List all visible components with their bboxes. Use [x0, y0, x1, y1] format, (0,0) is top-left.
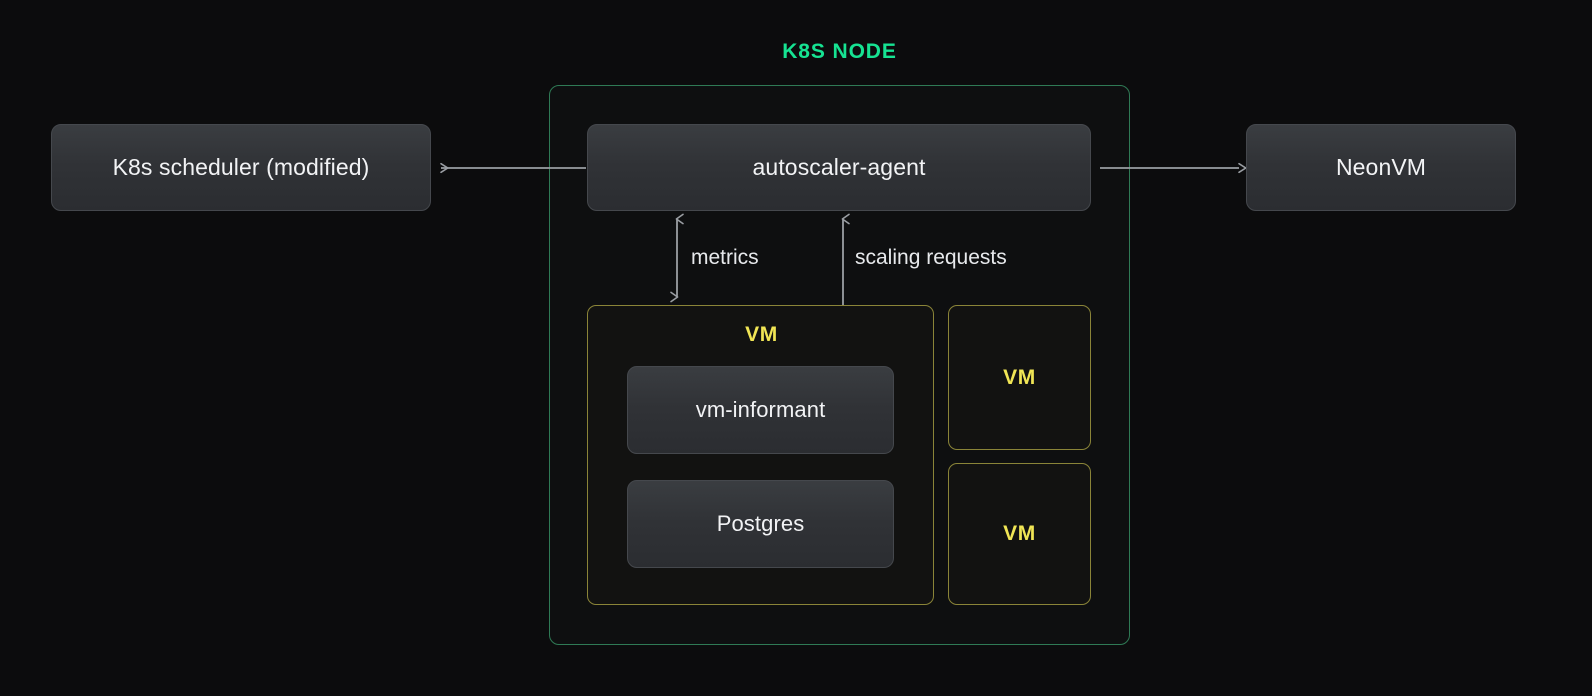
vm-group-main-label: VM — [745, 323, 778, 346]
edge-label-scaling-requests: scaling requests — [855, 246, 1007, 269]
vm-group-secondary-2[interactable]: VM — [948, 463, 1091, 605]
node-neonvm[interactable]: NeonVM — [1246, 124, 1516, 211]
vm-group-secondary-2-label: VM — [1003, 522, 1036, 545]
vm-group-secondary-1-label: VM — [1003, 365, 1036, 389]
edge-label-metrics: metrics — [691, 246, 759, 269]
node-vm-informant[interactable]: vm-informant — [627, 366, 894, 454]
node-k8s-scheduler[interactable]: K8s scheduler (modified) — [51, 124, 431, 211]
k8s-node-title: K8S NODE — [782, 40, 897, 63]
node-postgres[interactable]: Postgres — [627, 480, 894, 568]
vm-group-secondary-1[interactable]: VM — [948, 305, 1091, 450]
node-autoscaler-agent[interactable]: autoscaler-agent — [587, 124, 1091, 211]
